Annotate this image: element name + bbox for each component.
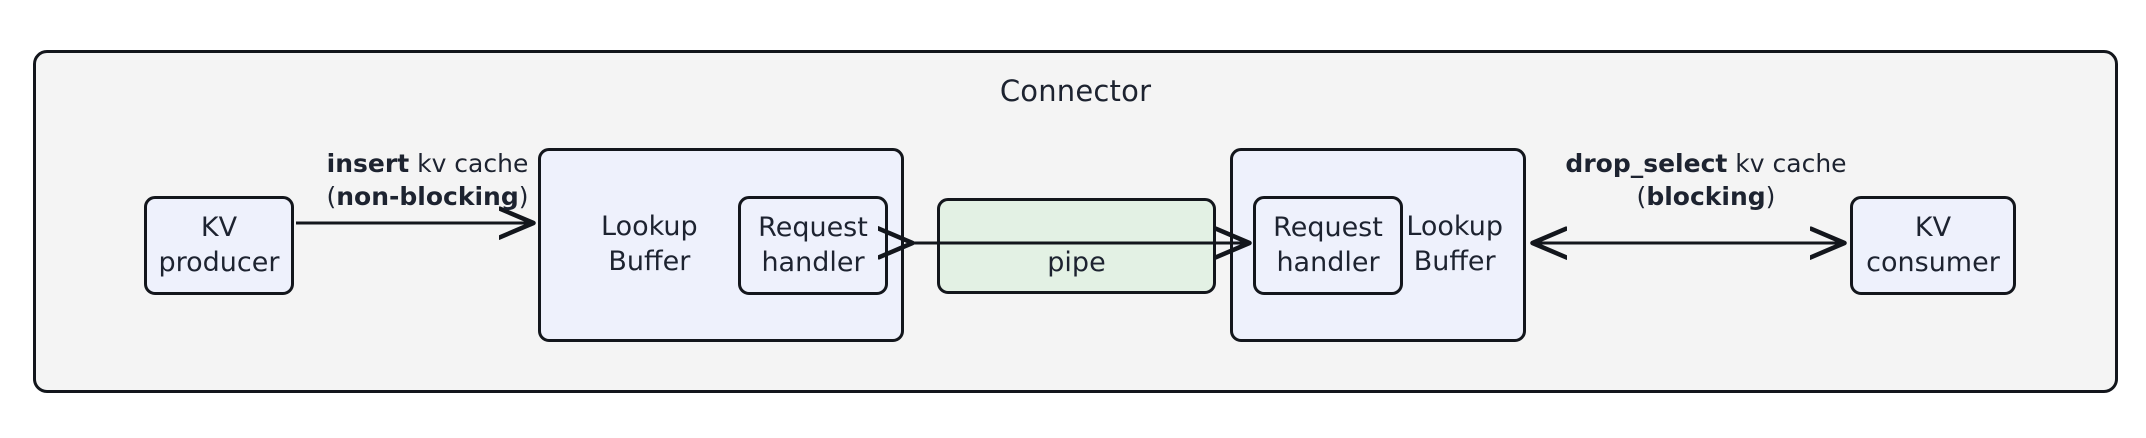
- request-handler-left-line2: handler: [761, 246, 865, 278]
- kv-consumer-line2: consumer: [1866, 246, 2000, 278]
- request-handler-left-line1: Request: [758, 211, 868, 243]
- edge-label-insert-mode: non-blocking: [336, 181, 519, 211]
- request-handler-left-node[interactable]: Request handler: [738, 196, 888, 295]
- kv-consumer-node[interactable]: KV consumer: [1850, 196, 2016, 295]
- lookup-buffer-left-line2: Buffer: [608, 246, 691, 277]
- pipe-label: pipe: [1047, 247, 1106, 279]
- request-handler-right-line2: handler: [1276, 246, 1380, 278]
- lookup-buffer-left-node[interactable]: Lookup Buffer: [538, 148, 904, 342]
- kv-producer-node[interactable]: KV producer: [144, 196, 294, 295]
- edge-label-insert-paren-close: ): [518, 181, 529, 211]
- pipe-node[interactable]: pipe: [937, 198, 1216, 294]
- kv-producer-line2: producer: [158, 246, 280, 278]
- lookup-buffer-right-label: Lookup Buffer: [1406, 210, 1503, 279]
- lookup-buffer-right-line1: Lookup: [1406, 211, 1503, 243]
- edge-label-drop-select-line2: (blocking): [1546, 181, 1866, 214]
- edge-label-drop-select-plain: kv cache: [1727, 149, 1847, 178]
- edge-label-insert-plain: kv cache: [409, 149, 529, 178]
- edge-label-insert-line2: (non-blocking): [295, 181, 560, 214]
- kv-producer-line1: KV: [200, 211, 238, 243]
- request-handler-left-label: Request handler: [758, 211, 868, 280]
- kv-producer-label: KV producer: [159, 211, 280, 280]
- request-handler-right-label: Request handler: [1273, 211, 1383, 280]
- connector-title: Connector: [999, 74, 1152, 108]
- edge-label-insert-bold: insert: [326, 149, 410, 178]
- edge-label-drop-select: drop_select kv cache (blocking): [1546, 148, 1866, 213]
- edge-label-drop-select-line1: drop_select kv cache: [1546, 148, 1866, 181]
- lookup-buffer-left-line1: Lookup: [601, 211, 698, 243]
- request-handler-right-node[interactable]: Request handler: [1253, 196, 1403, 295]
- kv-consumer-label: KV consumer: [1866, 211, 2000, 280]
- edge-label-drop-select-paren-close: ): [1765, 181, 1776, 211]
- edge-label-insert: insert kv cache (non-blocking): [295, 148, 560, 213]
- edge-label-drop-select-mode: blocking: [1646, 181, 1766, 211]
- lookup-buffer-right-line2: Buffer: [1413, 246, 1496, 277]
- request-handler-right-line1: Request: [1273, 211, 1383, 243]
- edge-label-drop-select-bold: drop_select: [1565, 149, 1728, 178]
- edge-label-insert-paren-open: (: [326, 181, 337, 211]
- kv-consumer-line1: KV: [1914, 211, 1952, 243]
- lookup-buffer-left-label: Lookup Buffer: [601, 210, 698, 279]
- edge-label-insert-line1: insert kv cache: [295, 148, 560, 181]
- edge-label-drop-select-paren-open: (: [1636, 181, 1647, 211]
